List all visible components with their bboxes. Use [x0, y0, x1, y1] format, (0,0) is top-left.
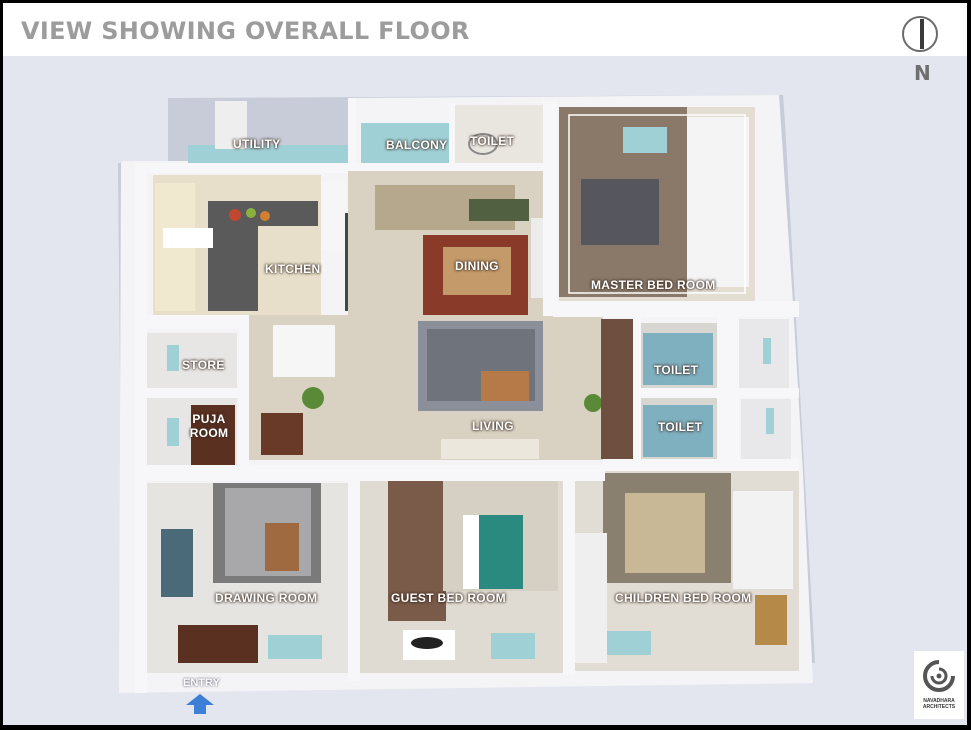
room-label-living: LIVING — [472, 419, 514, 433]
puja-label-line1: PUJA — [192, 412, 226, 426]
title-bar: VIEW SHOWING OVERALL FLOOR N — [3, 3, 967, 85]
navadhara-logo-icon — [923, 660, 955, 692]
entry-label: ENTRY — [183, 677, 220, 689]
floor-plan-render — [118, 95, 815, 693]
up-arrow-icon — [186, 694, 214, 714]
room-label-toilet-top: TOILET — [470, 134, 515, 148]
store-area — [143, 333, 237, 391]
north-arrow-icon — [902, 16, 938, 52]
logo-name-line2: ARCHITECTS — [922, 704, 956, 710]
room-label-children-bed-room: CHILDREN BED ROOM — [615, 591, 752, 605]
room-label-store: STORE — [182, 358, 225, 372]
puja-label-line2: ROOM — [189, 426, 229, 440]
compass-label: N — [914, 61, 931, 85]
room-label-kitchen: KITCHEN — [265, 262, 321, 276]
balcony-area — [361, 123, 449, 165]
room-label-dining: DINING — [455, 259, 499, 273]
room-label-master-bed-room: MASTER BED ROOM — [591, 278, 716, 292]
room-label-utility: UTILITY — [233, 137, 281, 151]
utility-area — [188, 145, 348, 163]
architect-logo: NAVADHARA ARCHITECTS — [914, 651, 964, 719]
floor-plan-slide: VIEW SHOWING OVERALL FLOOR N — [3, 3, 967, 725]
toilet-top-area — [453, 105, 543, 163]
room-label-toilet-right-1: TOILET — [654, 363, 699, 377]
logo-text: NAVADHARA ARCHITECTS — [914, 698, 964, 710]
room-label-balcony: BALCONY — [386, 138, 448, 152]
room-label-guest-bed-room: GUEST BED ROOM — [391, 591, 506, 605]
room-label-toilet-right-2: TOILET — [658, 420, 703, 434]
room-label-puja-room: PUJA ROOM — [179, 412, 239, 440]
room-label-drawing-room: DRAWING ROOM — [215, 591, 318, 605]
page-title: VIEW SHOWING OVERALL FLOOR — [21, 17, 470, 45]
logo-name-line1: NAVADHARA — [923, 698, 955, 704]
